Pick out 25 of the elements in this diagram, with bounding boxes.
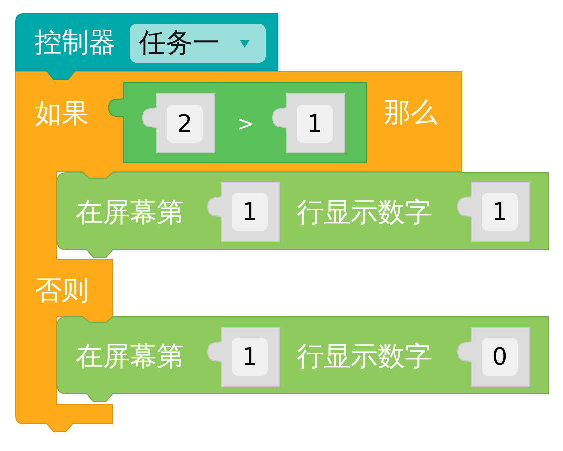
block-label: 行显示数字 (297, 197, 432, 229)
number-field: 1 (297, 105, 333, 143)
input-slot (142, 94, 215, 153)
comparison-block (108, 83, 367, 163)
input-slot (272, 94, 345, 153)
input-slot (207, 183, 280, 242)
then-label: 那么 (384, 97, 438, 129)
block-label: 在屏幕第 (76, 197, 184, 229)
block-label: 控制器 (35, 27, 116, 59)
input-slot (207, 328, 280, 387)
statement-block (57, 173, 549, 258)
dropdown-field: 任务一 (130, 24, 266, 63)
number-field: 1 (232, 193, 268, 231)
block-label: 行显示数字 (297, 341, 432, 373)
number-field: 2 (167, 105, 203, 143)
operator-label: > (237, 112, 255, 136)
else-label: 否则 (35, 275, 89, 307)
number-field: 1 (232, 338, 268, 376)
number-field: 1 (482, 193, 518, 231)
block-label: 在屏幕第 (76, 341, 184, 373)
number-field: 0 (482, 338, 518, 376)
statement-block (57, 317, 549, 402)
input-slot (457, 328, 530, 387)
if-label: 如果 (35, 98, 89, 130)
input-slot (457, 183, 530, 242)
